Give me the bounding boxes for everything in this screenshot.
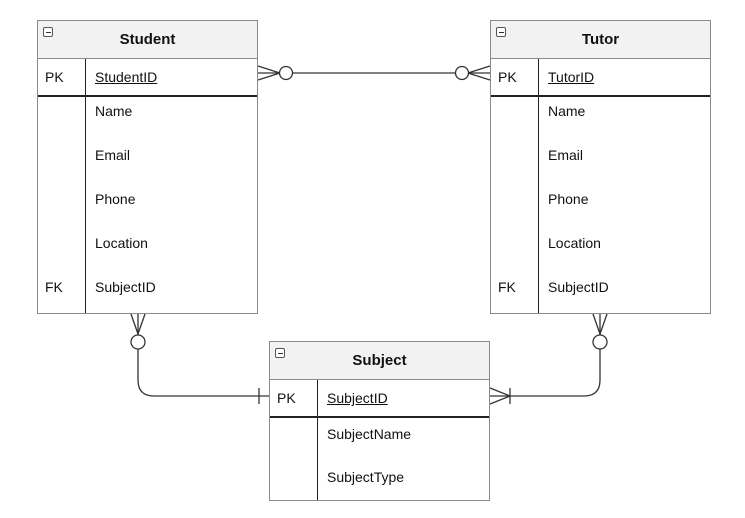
entity-subject[interactable]: Subject PK SubjectID SubjectName Subject… <box>269 341 490 501</box>
relationship-student-tutor[interactable] <box>257 65 491 81</box>
entity-tutor[interactable]: Tutor PK TutorID Name Email Phone Locati… <box>490 20 711 314</box>
entity-header: Tutor <box>491 21 710 59</box>
key-label: FK <box>498 279 516 295</box>
key-label: PK <box>45 69 64 85</box>
attribute-name: SubjectID <box>548 279 609 295</box>
primary-key-row: PK StudentID <box>38 59 257 97</box>
attribute-name: Phone <box>548 191 589 207</box>
collapse-icon[interactable] <box>43 27 53 37</box>
collapse-icon[interactable] <box>496 27 506 37</box>
relationship-student-subject[interactable] <box>130 313 269 404</box>
attribute-name: SubjectType <box>327 469 405 485</box>
entity-header: Subject <box>270 342 489 380</box>
attribute-list: SubjectName SubjectType <box>270 416 489 500</box>
key-label: PK <box>498 69 517 85</box>
entity-header: Student <box>38 21 257 59</box>
attribute-list: Name Email Phone Location FK SubjectID <box>491 95 710 313</box>
attribute-name: Name <box>95 103 133 119</box>
relationship-tutor-subject[interactable] <box>489 313 608 405</box>
attribute-name: SubjectID <box>327 390 388 406</box>
attribute-name: Location <box>95 235 148 251</box>
attribute-name: Location <box>548 235 601 251</box>
attribute-name: Name <box>548 103 586 119</box>
entity-title: Student <box>119 31 176 48</box>
primary-key-row: PK TutorID <box>491 59 710 97</box>
entity-title: Subject <box>352 352 407 369</box>
entity-title: Tutor <box>581 31 620 48</box>
key-label: FK <box>45 279 63 295</box>
primary-key-row: PK SubjectID <box>270 380 489 418</box>
key-label: PK <box>277 390 296 406</box>
attribute-name: StudentID <box>95 69 158 85</box>
attribute-name: Email <box>95 147 131 163</box>
attribute-name: TutorID <box>548 69 595 85</box>
collapse-icon[interactable] <box>275 348 285 358</box>
attribute-name: Phone <box>95 191 136 207</box>
entity-student[interactable]: Student PK StudentID Name Email Phone Lo… <box>37 20 258 314</box>
attribute-name: SubjectID <box>95 279 156 295</box>
attribute-name: SubjectName <box>327 426 412 442</box>
attribute-name: Email <box>548 147 584 163</box>
attribute-list: Name Email Phone Location FK SubjectID <box>38 95 257 313</box>
